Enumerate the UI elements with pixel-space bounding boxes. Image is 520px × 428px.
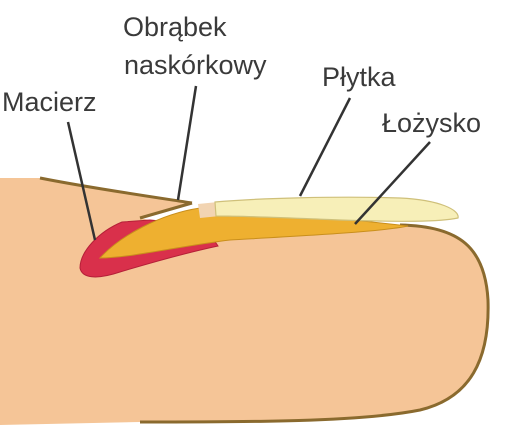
leader-plate: [300, 98, 350, 196]
label-matrix: Macierz: [2, 87, 97, 117]
leader-cuticle: [178, 86, 196, 200]
label-cuticle-line1: Obrąbek: [123, 12, 227, 42]
label-bed: Łożysko: [382, 108, 481, 138]
label-plate: Płytka: [322, 62, 397, 92]
label-cuticle-line2: naskórkowy: [124, 50, 267, 80]
